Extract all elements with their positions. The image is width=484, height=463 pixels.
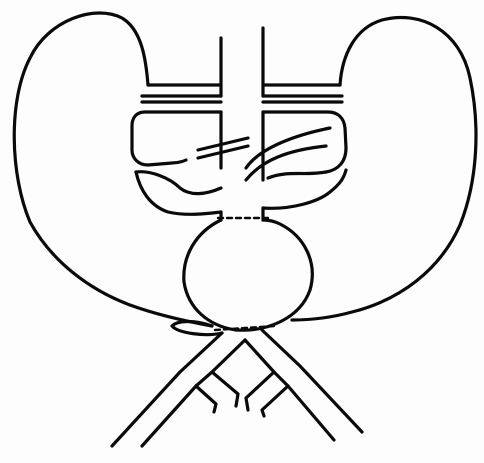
left-chamber-inner-curve — [136, 172, 221, 194]
left-branch-lower-segment — [142, 386, 196, 446]
right-chamber-inner-curve — [268, 172, 326, 178]
central-round-sac — [184, 220, 312, 330]
right-branch-outer — [262, 330, 362, 432]
left-branch-offshoot — [212, 372, 238, 406]
left-branch-outer — [112, 333, 222, 446]
right-branch-offshoot-inner — [262, 386, 288, 416]
right-large-lobe — [292, 17, 476, 320]
right-upper-chamber — [263, 112, 346, 172]
left-branch-offshoot-inner — [196, 386, 216, 412]
